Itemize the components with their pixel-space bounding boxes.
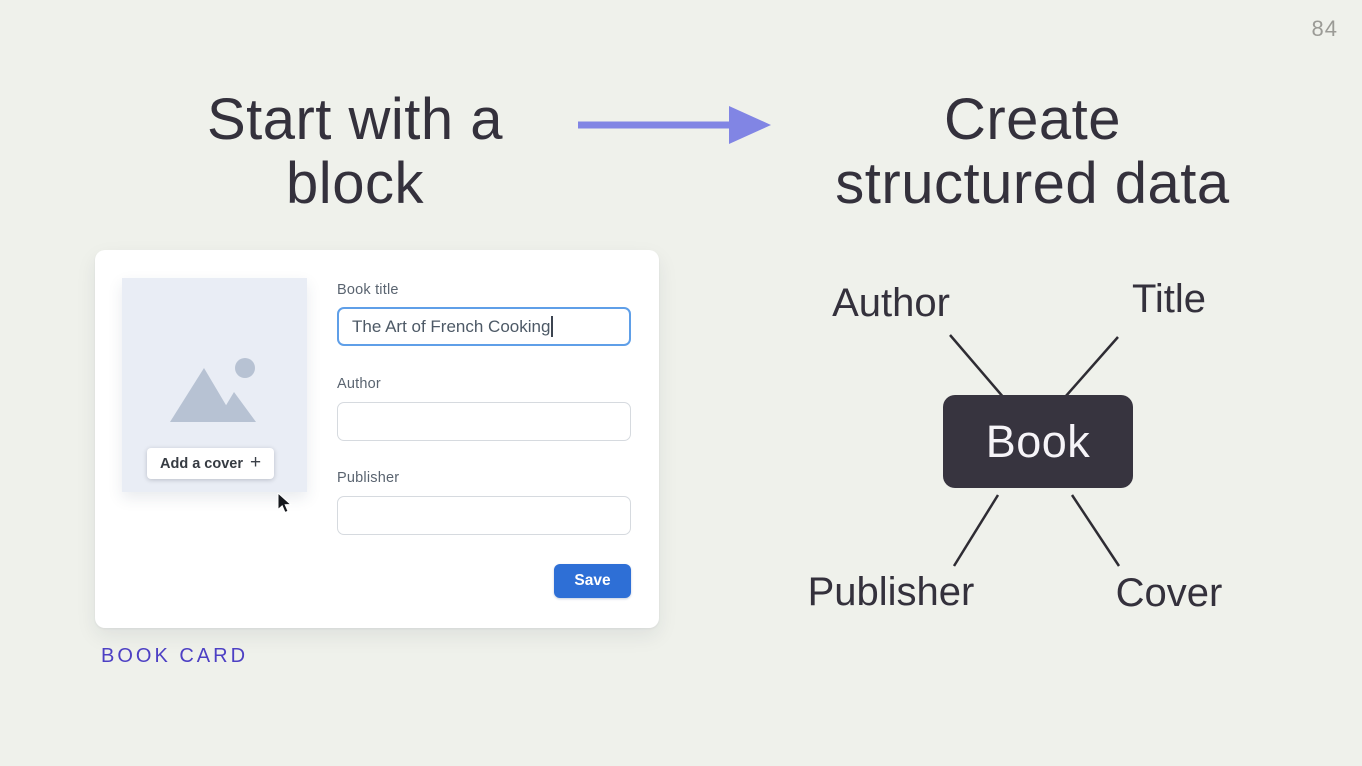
author-input[interactable] [337, 402, 631, 441]
book-title-label: Book title [337, 282, 399, 298]
right-heading: Create structured data [805, 88, 1260, 216]
book-card: Add a cover + Book title The Art of Fren… [95, 250, 659, 628]
text-caret [551, 316, 553, 337]
author-label: Author [337, 376, 381, 392]
mouse-cursor-icon [277, 493, 293, 514]
plus-icon: + [250, 451, 262, 473]
right-heading-line2: structured data [835, 151, 1230, 216]
diagram-node-author: Author [832, 281, 950, 325]
left-heading: Start with a block [150, 88, 560, 216]
cover-placeholder[interactable]: Add a cover + [122, 278, 307, 514]
publisher-input[interactable] [337, 496, 631, 535]
book-title-input[interactable]: The Art of French Cooking [337, 307, 631, 346]
add-cover-button[interactable]: Add a cover + [147, 448, 275, 479]
image-placeholder-icon [170, 358, 256, 422]
publisher-label: Publisher [337, 470, 400, 486]
diagram-node-publisher: Publisher [807, 570, 975, 614]
right-heading-line1: Create [943, 87, 1122, 152]
add-cover-label: Add a cover [160, 455, 243, 472]
page-number: 84 [1311, 16, 1338, 41]
save-button[interactable]: Save [554, 564, 631, 598]
book-title-value: The Art of French Cooking [352, 316, 551, 336]
left-heading-line2: block [286, 151, 424, 216]
connector-lines [949, 334, 1121, 567]
card-caption: BOOK CARD [101, 645, 249, 667]
diagram-node-title: Title [1131, 277, 1207, 321]
left-heading-line1: Start with a [206, 87, 504, 152]
right-arrow-icon [578, 106, 771, 144]
diagram-node-cover: Cover [1115, 571, 1223, 615]
diagram-center-node-book: Book [943, 395, 1133, 488]
